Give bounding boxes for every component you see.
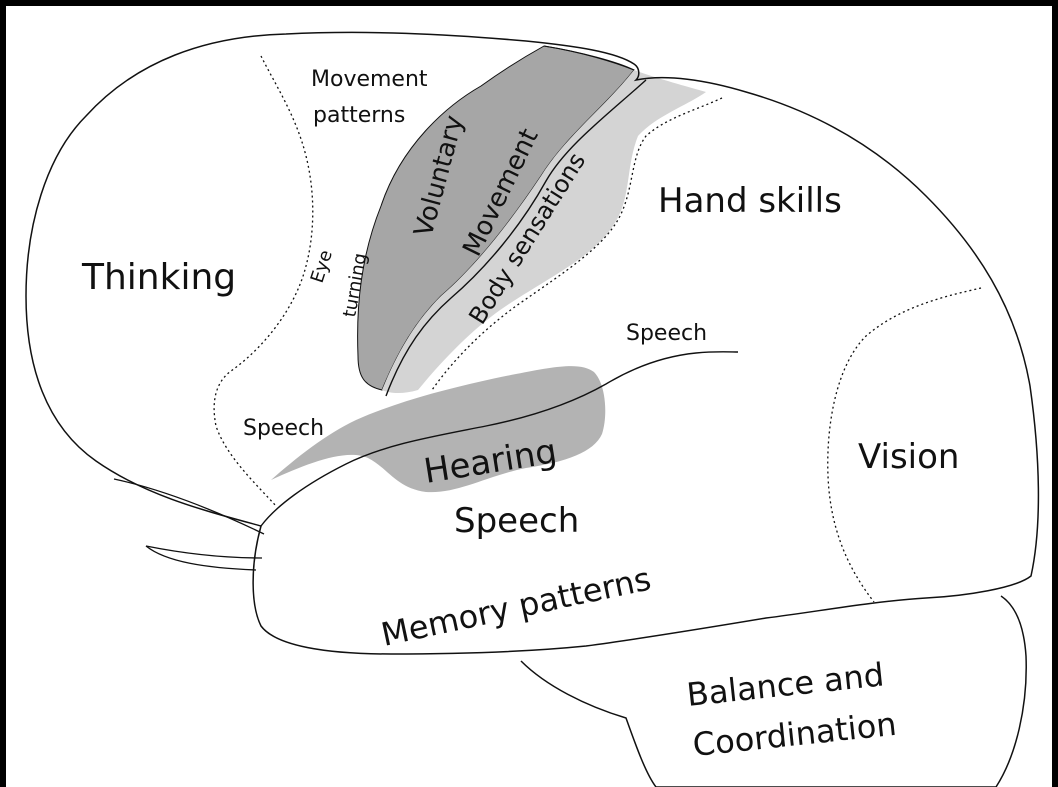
frontal-dotted-boundary	[213, 55, 314, 507]
label-thinking: Thinking	[81, 257, 236, 298]
label-balance-coordination-1: Balance and	[685, 655, 886, 713]
brain-outline	[25, 31, 1040, 655]
central-sulcus-line	[385, 79, 647, 397]
precentral-edge-line	[543, 45, 635, 71]
brain-illustration: Movement patterns Voluntary Movement Bod…	[25, 31, 1040, 787]
orbital-line-2	[145, 545, 257, 571]
label-vision: Vision	[858, 437, 959, 477]
label-movement-patterns-1: Movement	[311, 67, 428, 92]
label-speech-temporal: Speech	[454, 501, 579, 541]
postcentral-dotted-boundary	[431, 97, 723, 391]
sensory-cortex-region	[382, 70, 706, 393]
label-movement-patterns-2: patterns	[313, 103, 405, 128]
occipital-dotted-boundary	[827, 287, 982, 603]
label-eye-turning-1: Eye	[307, 248, 337, 286]
label-hand-skills: Hand skills	[658, 181, 842, 221]
label-memory-patterns: Memory patterns	[378, 560, 654, 654]
frontal-base-line	[113, 478, 265, 535]
label-speech-left: Speech	[243, 416, 324, 441]
sylvian-fissure-line	[260, 351, 739, 527]
hearing-region	[271, 366, 606, 493]
cerebellum-outline	[520, 595, 1027, 787]
label-balance-coordination-2: Coordination	[691, 705, 898, 764]
orbital-line-1	[145, 545, 263, 559]
label-speech-upper-right: Speech	[626, 321, 707, 346]
